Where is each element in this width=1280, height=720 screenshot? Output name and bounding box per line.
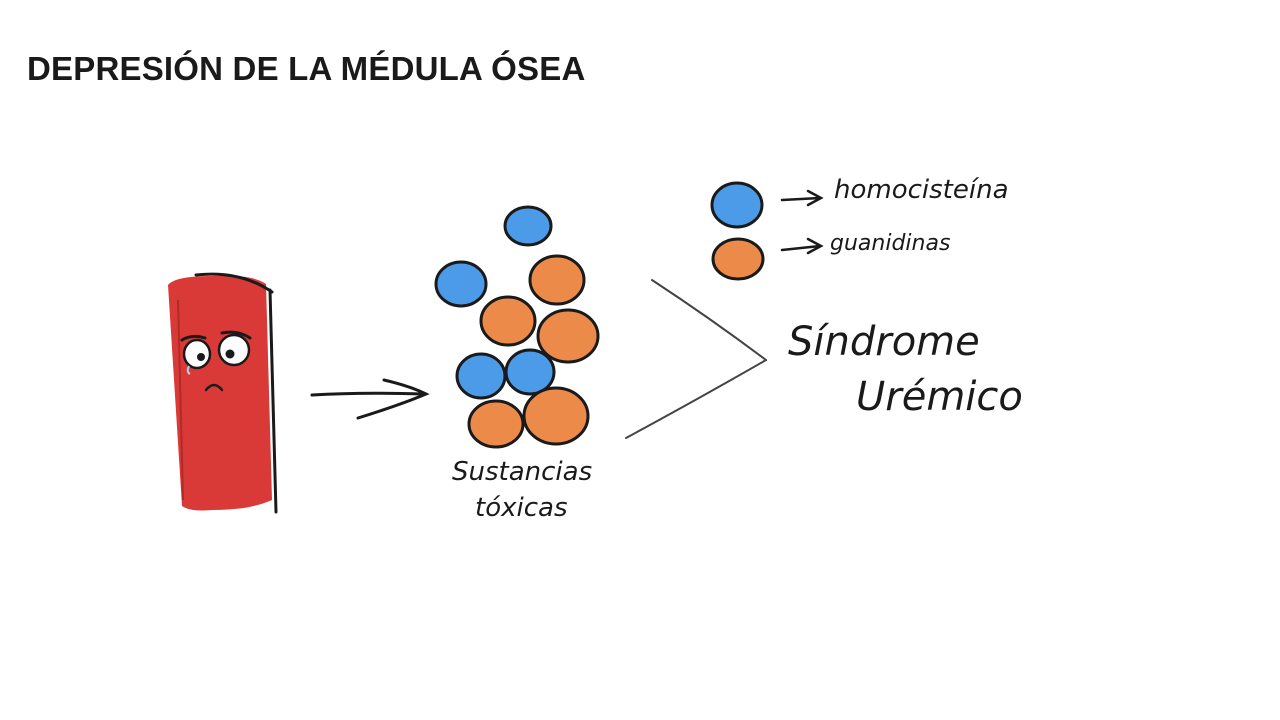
legend-label-homocisteina: homocisteína (834, 175, 1009, 205)
toxin-blue-3 (455, 352, 507, 400)
slide-title: DEPRESIÓN DE LA MÉDULA ÓSEA (27, 50, 586, 87)
toxin-blue-1 (503, 205, 553, 247)
arrow-to-toxins-icon (310, 378, 430, 420)
toxin-orange-2 (479, 295, 537, 347)
toxin-cluster (434, 205, 600, 449)
toxin-orange-5 (522, 386, 590, 446)
legend-arrow-icon (780, 237, 824, 255)
toxin-orange-1 (528, 254, 586, 306)
chevron-right-icon (625, 279, 767, 439)
legend-orange-swatch (711, 237, 765, 281)
toxin-orange-3 (536, 308, 600, 364)
cluster-label-line1: Sustancias (452, 457, 592, 487)
sad-marrow-character (168, 272, 278, 514)
toxin-orange-4 (467, 399, 525, 449)
result-line2: Urémico (856, 374, 1023, 420)
legend: homocisteína guanidinas (710, 175, 1009, 281)
legend-label-guanidinas: guanidinas (830, 231, 950, 256)
legend-arrow-icon (780, 189, 824, 207)
result-line1: Síndrome (788, 319, 980, 365)
toxin-blue-2 (434, 260, 488, 308)
sad-face (180, 330, 252, 392)
toxin-blue-4 (504, 348, 556, 396)
cluster-label-line2: tóxicas (475, 493, 568, 523)
legend-blue-swatch (710, 181, 764, 229)
